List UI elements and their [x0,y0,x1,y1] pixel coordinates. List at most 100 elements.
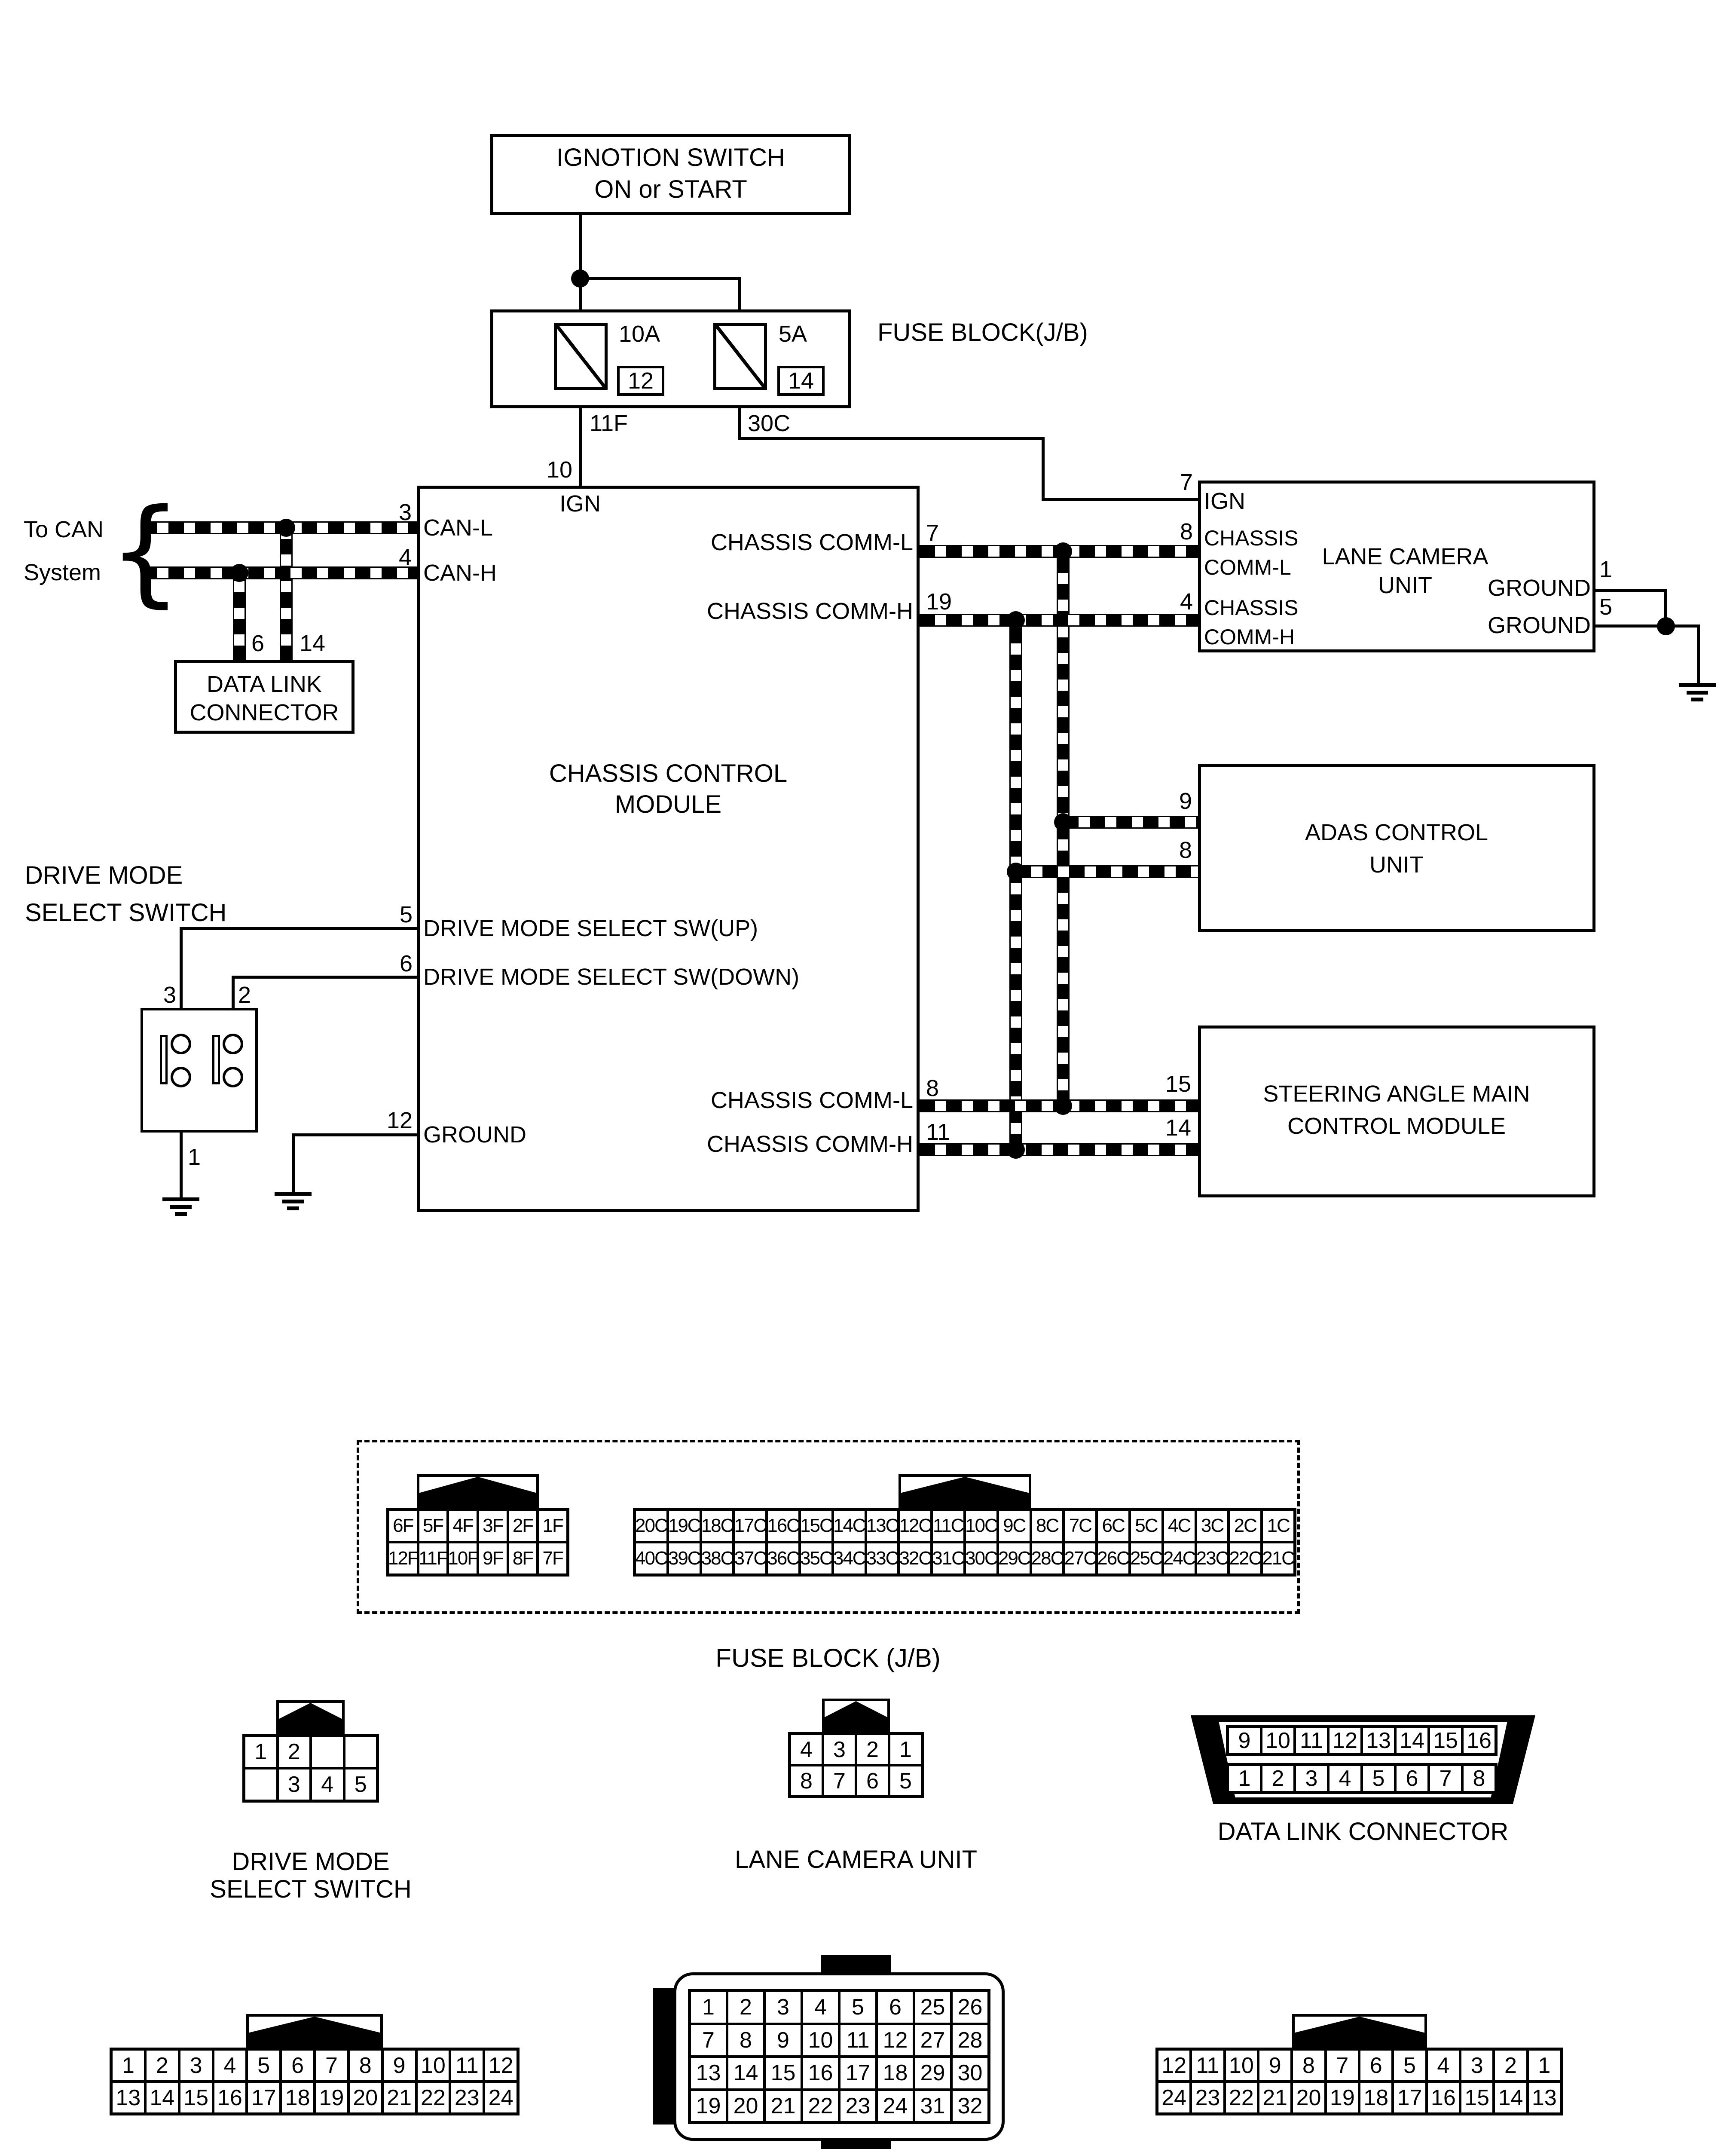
connector-pin-cell: 3C [1195,1509,1229,1542]
connector-pin-cell: 11 [839,2023,877,2057]
fuse1-id-box [617,366,664,396]
ground-symbol-lane [1679,683,1716,687]
wire-dlc-pin14-v [280,528,293,661]
connector-pin-cell: 5F [418,1509,448,1542]
connector-pin-cell: 13 [111,2082,145,2114]
wire-ignition-feed [579,213,582,324]
connector-pin-cell: 9 [1228,1727,1261,1754]
connector-pin-cell: 8 [1292,2049,1326,2082]
fuse-5a-icon [713,323,767,390]
connector-pin-cell: 10F [448,1542,478,1575]
steering-module-box [1198,1026,1595,1197]
connector-pin-cell: 9C [997,1509,1031,1542]
adas-pin9: 9 [1179,788,1192,814]
lane-ground2-label: GROUND [1488,612,1591,638]
connector-pin-cell: 24 [877,2089,914,2122]
lane-pin7-label: IGN [1204,488,1246,514]
connector-pin-cell: 9 [764,2023,802,2057]
steering-pin15: 15 [1165,1071,1191,1097]
connector-pin-cell: 12 [1328,1727,1362,1754]
connector-pin-cell: 10C [965,1509,998,1542]
connector-pin-cell: 5 [344,1768,377,1801]
fuse2-id-box [777,366,825,396]
connector-pin-cell: 9 [1258,2049,1292,2082]
ccm-pin12: 12 [386,1108,413,1133]
fuse1-rating: 10A [619,321,660,347]
connector-pin-cell: 14 [145,2082,179,2114]
connector-pin-cell: 19 [1325,2082,1359,2114]
ccm-pin11-label: CHASSIS COMM-H [706,1131,913,1157]
wire-30c-drop [738,388,741,440]
lane-pin8-label: CHASSIS [1204,526,1299,550]
connector-pin-cell: 5 [1362,1765,1395,1792]
connector-pin-cell: 4 [802,1991,839,2024]
connector-pin-cell: 3F [477,1509,508,1542]
connector-pin-cell: 4 [1426,2049,1460,2082]
dlc-label2: CONNECTOR [189,700,339,726]
connector-pin-cell: 26 [951,1991,989,2024]
ground-symbol-ccm [275,1192,312,1196]
wire-dlc-pin6-v [233,573,246,661]
lane-camera-connector-caption: LANE CAMERA UNIT [735,1846,977,1873]
connector-pin-cell: 1C [1262,1509,1295,1542]
connector-pin-cell: 4 [213,2049,247,2082]
connector-pin-cell: 23 [1191,2082,1225,2114]
wire-sw-down-h [232,976,417,979]
connector-pin-cell: 23C [1195,1542,1229,1575]
ccm-pin8-label: CHASSIS COMM-L [710,1087,913,1113]
connector-pin-cell: 37C [734,1542,767,1575]
ccm-pin5: 5 [399,902,413,928]
wire-30c-label: 30C [748,410,791,436]
connector-pin-cell: 7 [690,2023,727,2057]
fuse-block-connector-outline [357,1440,1300,1614]
connector-pin-cell: 5 [1393,2049,1427,2082]
connector-pin-cell: 13 [1362,1727,1395,1754]
connector-pin-cell: 13 [1527,2082,1561,2114]
connector-pin-cell: 4 [311,1768,344,1801]
connector-pin-cell: 20 [348,2082,382,2114]
connector-pin-cell: 6F [388,1509,418,1542]
junction-line14 [1007,1141,1025,1159]
connector-pin-cell: 34C [832,1542,866,1575]
connector-pin-cell: 22 [802,2089,839,2122]
connector-pin-cell: 19 [315,2082,348,2114]
switch-pin1: 1 [188,1144,201,1170]
connector-pin-cell: 8C [1030,1509,1064,1542]
can-brace: { [108,484,182,619]
switch-pin2: 2 [238,982,251,1008]
connector-pin-cell: 1 [1527,2049,1561,2082]
wire-sw-pin2-v [232,976,235,1035]
lane-ground1-label: GROUND [1488,575,1591,601]
ccm-pin7: 7 [926,520,939,546]
wire-lane-ground2-h [1594,624,1700,628]
connector-pin-cell: 1F [538,1509,568,1542]
lane-pin7: 7 [1180,469,1193,495]
connector-pin-cell: 6 [856,1765,889,1797]
junction-adas8 [1007,863,1025,881]
ccm-title2: MODULE [614,790,722,818]
connector-pin-cell: 27 [914,2023,951,2057]
connector-pin-cell: 10 [416,2049,450,2082]
connector-pin-cell: 28C [1030,1542,1064,1575]
lane-pin4-label2: COMM-H [1204,625,1295,649]
connector-pin-cell [344,1736,377,1768]
connector-pin-cell: 11 [1295,1727,1328,1754]
connector-pin-cell: 9F [477,1542,508,1575]
ccm-pin8: 8 [926,1075,939,1101]
wire-lane-ground1-v [1664,589,1667,628]
connector-pin-cell: 15C [800,1509,833,1542]
connector-pin-cell: 28 [951,2023,989,2057]
connector-pin-cell: 14 [1395,1727,1429,1754]
connector-pin-cell: 23 [839,2089,877,2122]
connector-pin-cell: 22 [1224,2082,1258,2114]
ccm-pin6: 6 [399,951,413,977]
connector-pin-cell: 10 [1224,2049,1258,2082]
wire-30c-h1 [738,437,1045,440]
lane-pin4-label: CHASSIS [1204,596,1299,620]
connector-pin-cell: 1 [1228,1765,1261,1792]
wire-sw-up-h [180,927,417,930]
connector-pin-cell: 24C [1162,1542,1196,1575]
connector-pin-cell: 2 [1494,2049,1528,2082]
